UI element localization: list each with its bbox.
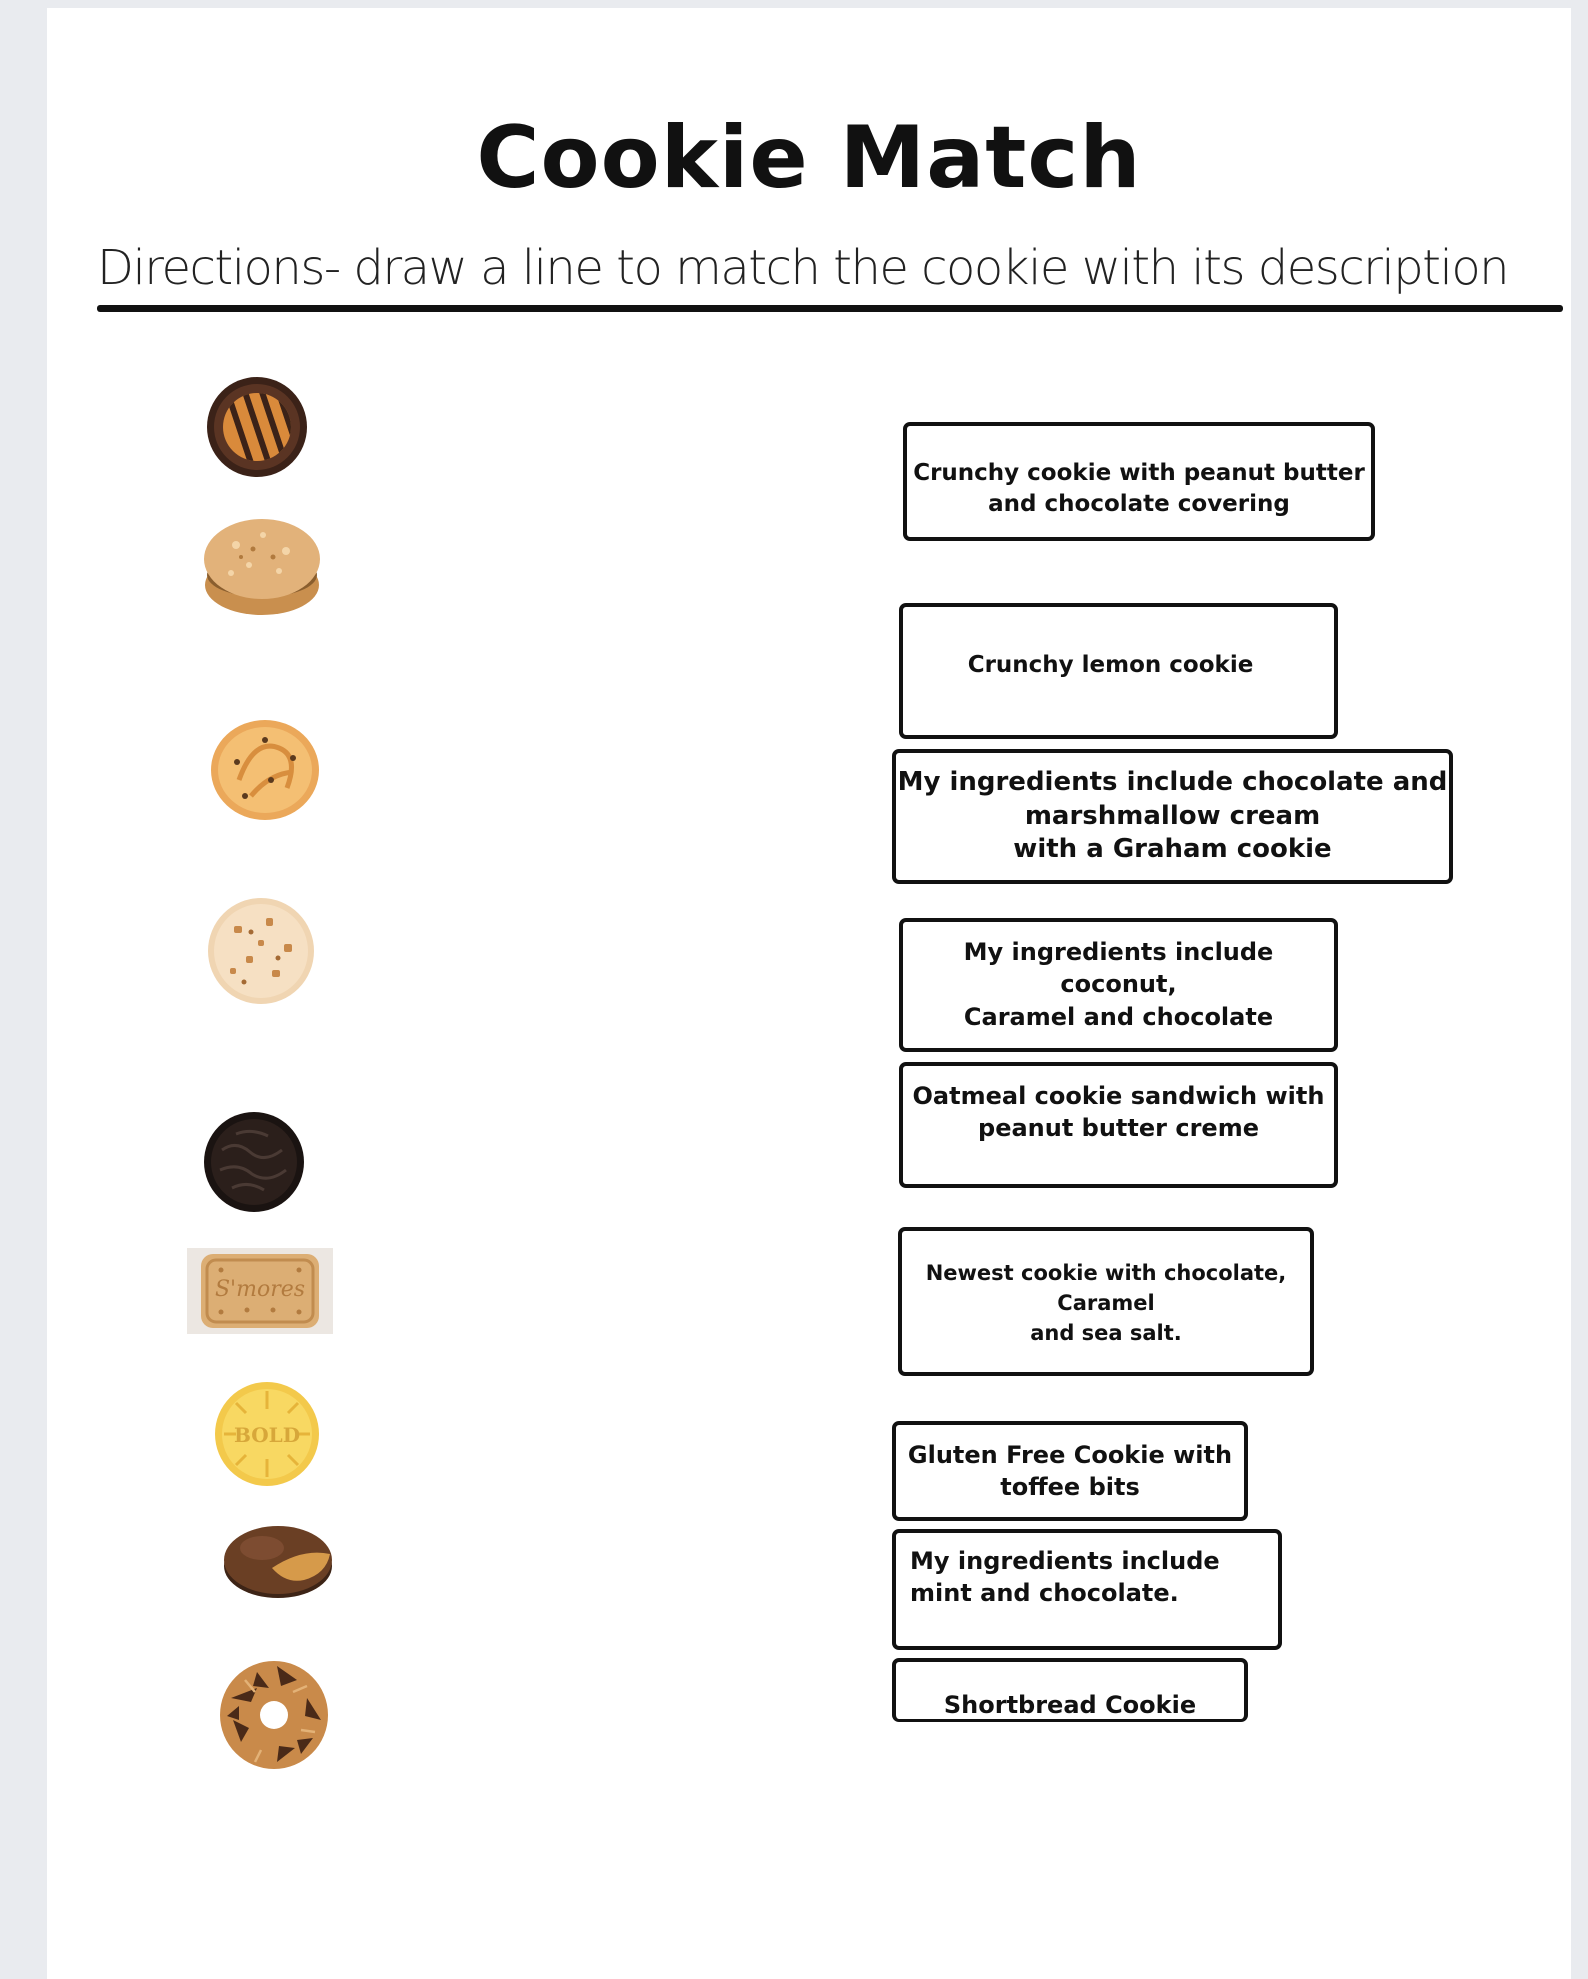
description-text: Crunchy lemon cookie: [967, 652, 1254, 678]
coconut-caramel-cookie-icon: [217, 1658, 331, 1772]
striped-chocolate-cookie-icon: [205, 375, 309, 479]
lemon-sun-cookie-icon: BOLD: [214, 1381, 320, 1487]
directions-underline: [97, 305, 1563, 312]
worksheet-page: Cookie Match Directions- draw a line to …: [47, 8, 1571, 1979]
oatmeal-sandwich-cookie-icon: [201, 513, 323, 619]
description-box-mint: My ingredients include mint and chocolat…: [892, 1529, 1282, 1650]
description-text: Crunchy cookie with peanut butter and ch…: [913, 460, 1365, 518]
description-box-lemon: Crunchy lemon cookie: [899, 603, 1338, 739]
lemon-stamp-text: BOLD: [234, 1423, 300, 1447]
shortbread-trefoil-cookie-icon: [209, 718, 321, 822]
description-box-sea-salt: Newest cookie with chocolate, Caramel an…: [898, 1227, 1314, 1376]
description-text: Gluten Free Cookie with toffee bits: [907, 1440, 1233, 1501]
description-text: My ingredients include coconut, Caramel …: [963, 938, 1274, 1031]
description-text: Oatmeal cookie sandwich with peanut butt…: [912, 1082, 1325, 1143]
description-text: Newest cookie with chocolate, Caramel an…: [925, 1261, 1287, 1345]
description-box-oatmeal: Oatmeal cookie sandwich with peanut butt…: [899, 1062, 1338, 1188]
description-text: My ingredients include mint and chocolat…: [910, 1547, 1220, 1608]
toffee-chip-cookie-icon: [206, 896, 316, 1006]
description-text: My ingredients include chocolate and mar…: [897, 766, 1448, 865]
description-text: Shortbread Cookie: [943, 1690, 1197, 1719]
description-box-shortbread: Shortbread Cookie: [892, 1658, 1248, 1722]
description-box-peanut-butter: Crunchy cookie with peanut butter and ch…: [903, 422, 1375, 541]
directions-text: Directions- draw a line to match the coo…: [97, 240, 1510, 296]
description-box-smores: My ingredients include chocolate and mar…: [892, 749, 1453, 884]
peanut-butter-patty-cookie-icon: [222, 1508, 334, 1602]
chocolate-mint-cookie-icon: [202, 1110, 306, 1214]
description-box-toffee: Gluten Free Cookie with toffee bits: [892, 1421, 1248, 1521]
smores-graham-cookie-icon: S'mores: [187, 1248, 333, 1334]
worksheet-title: Cookie Match: [476, 108, 1142, 208]
smores-stamp-text: S'mores: [215, 1277, 305, 1302]
description-box-coconut: My ingredients include coconut, Caramel …: [899, 918, 1338, 1052]
